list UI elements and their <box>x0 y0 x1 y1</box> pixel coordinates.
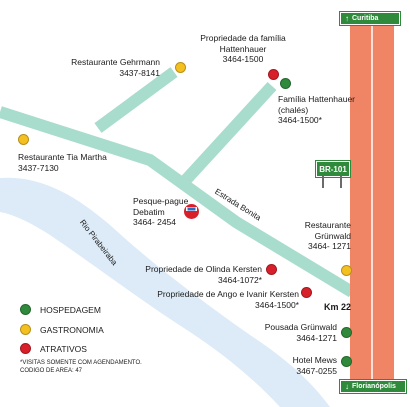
arrow-up-icon: ↑ <box>345 14 349 23</box>
br101-shield-label: BR-101 <box>319 164 347 174</box>
place-tia-martha[interactable]: Restaurante Tia Martha 3437-7130 <box>18 152 107 173</box>
legend-gastronomia: GASTRONOMIA <box>20 324 104 335</box>
place-phone: 3464-1500* <box>255 299 299 310</box>
place-phone: 3467-0255 <box>296 365 337 376</box>
gastronomia-marker[interactable] <box>341 265 352 276</box>
place-phone: 3437-8141 <box>119 67 160 78</box>
place-phone: 3464- 1271 <box>307 241 351 251</box>
place-name: Propriedade de Olinda Kersten <box>145 264 262 274</box>
place-phone: 3464-1072* <box>218 274 262 285</box>
place-name: Pousada Grünwald <box>264 322 337 332</box>
place-name: Propriedade da família <box>200 33 286 43</box>
place-hattenhauer[interactable]: Propriedade da família Hattenhauer 3464-… <box>198 33 288 65</box>
sign-florianopolis-label: Florianópolis <box>352 383 396 390</box>
place-pousada[interactable]: Pousada Grünwald 3464-1271 <box>265 322 337 343</box>
fishing-icon[interactable] <box>183 203 200 220</box>
place-grunwald-restaurant[interactable]: Restaurante Grünwald 3464- 1271 <box>305 220 351 252</box>
place-name: Família Hattenhauer <box>278 94 356 104</box>
place-name: Restaurante <box>304 220 351 230</box>
legend-swatch <box>20 324 31 335</box>
place-olinda[interactable]: Propriedade de Olinda Kersten 3464-1072* <box>145 264 262 285</box>
place-name: Restaurante Tia Martha <box>18 152 107 162</box>
place-name: Hotel Mews <box>292 355 337 365</box>
place-name: Pesque-pague <box>133 196 189 206</box>
legend-label: HOSPEDAGEM <box>40 304 101 315</box>
place-name: Hattenhauer <box>219 43 267 54</box>
shield-post-left <box>322 176 324 188</box>
place-phone: 3464-1500* <box>278 115 322 125</box>
arrow-down-icon: ↓ <box>345 382 349 391</box>
gastronomia-marker[interactable] <box>18 134 29 145</box>
legend-swatch <box>20 304 31 315</box>
place-chales[interactable]: Família Hattenhauer (chalés) 3464-1500* <box>278 94 355 126</box>
place-name: Debatim <box>133 206 165 217</box>
br101-shield: BR-101 <box>315 160 351 178</box>
legend-label: GASTRONOMIA <box>40 324 104 335</box>
place-phone: 3464-1271 <box>296 332 337 343</box>
atrativos-marker[interactable] <box>268 69 279 80</box>
sign-curitiba: ↑ Curitiba <box>339 11 401 26</box>
legend-hospedagem: HOSPEDAGEM <box>20 304 101 315</box>
place-phone: 3464- 2454 <box>133 217 177 227</box>
hospedagem-marker[interactable] <box>341 327 352 338</box>
atrativos-marker[interactable] <box>301 287 312 298</box>
estrada-bonita-road <box>0 106 356 298</box>
place-name: Restaurante Gehrmann <box>71 57 160 67</box>
place-gehrmann[interactable]: Restaurante Gehrmann 3437-8141 <box>71 57 160 78</box>
legend-swatch <box>20 343 31 354</box>
place-name: Grünwald <box>314 230 351 241</box>
secondary-roads <box>0 67 356 298</box>
footnote-line: CODIGO DE AREA: 47 <box>20 367 83 374</box>
place-name: Propriedade de Ango e Ivanir Kersten <box>157 289 299 299</box>
legend-label: ATRATIVOS <box>40 343 87 354</box>
river <box>0 177 330 407</box>
place-mews[interactable]: Hotel Mews 3467-0255 <box>293 355 337 376</box>
hospedagem-marker[interactable] <box>280 78 291 89</box>
branch-road-hattenhauer <box>179 81 277 187</box>
legend-atrativos: ATRATIVOS <box>20 343 87 354</box>
hospedagem-marker[interactable] <box>341 356 352 367</box>
footnote-line: *VISITAS SOMENTE COM AGENDAMENTO. <box>20 360 142 366</box>
atrativos-marker[interactable] <box>266 264 277 275</box>
sign-curitiba-label: Curitiba <box>352 15 379 22</box>
branch-road-gehrmann <box>94 67 178 133</box>
place-phone: 3437-7130 <box>18 162 59 173</box>
place-ango[interactable]: Propriedade de Ango e Ivanir Kersten 346… <box>157 289 299 310</box>
shield-post-right <box>340 176 342 188</box>
place-debatim[interactable]: Pesque-pague Debatim 3464- 2454 <box>133 196 188 228</box>
km-marker: Km 22 <box>324 302 352 312</box>
place-phone: 3464-1500 <box>222 54 264 64</box>
place-name: (chalés) <box>278 104 309 115</box>
gastronomia-marker[interactable] <box>175 62 186 73</box>
footnote: *VISITAS SOMENTE COM AGENDAMENTO. CODIGO… <box>20 360 142 375</box>
sign-florianopolis: ↓ Florianópolis <box>339 379 407 394</box>
